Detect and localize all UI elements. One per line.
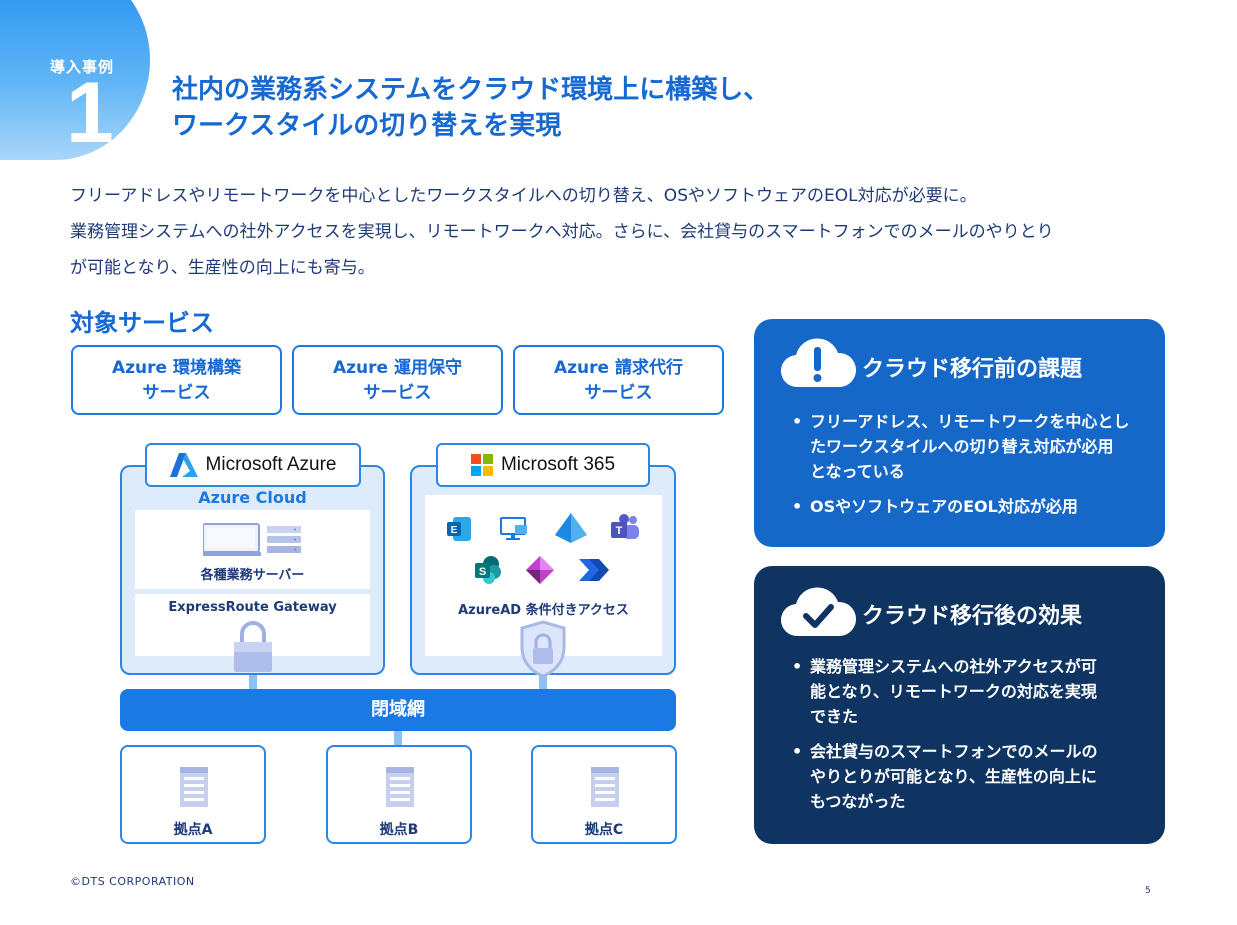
- azure-header: Microsoft Azure: [145, 443, 361, 487]
- list-item: 業務管理システムへの社外アクセスが可 能となり、リモートワークの対応を実現 でき…: [792, 654, 1145, 729]
- page-number: 5: [1145, 886, 1151, 896]
- servers-icon: [203, 523, 301, 556]
- service-box-line2: サービス: [584, 383, 653, 403]
- azure-logo-icon: [169, 453, 198, 477]
- list-item-line: 会社貸与のスマートフォンでのメールの: [810, 742, 1098, 761]
- intro-line3: が可能となり、生産性の向上にも寄与。: [70, 258, 375, 278]
- page-title-line2: ワークスタイルの切り替えを実現: [172, 111, 562, 141]
- lock-icon: [234, 621, 272, 672]
- list-item-line: フリーアドレス、リモートワークを中心とし: [810, 412, 1130, 431]
- building-icon: [386, 767, 414, 807]
- closed-network-bar: 閉域網: [120, 689, 676, 731]
- case-badge-number: 1: [66, 65, 114, 161]
- effects-title: クラウド移行後の効果: [862, 604, 1083, 629]
- list-item-line: たワークスタイルへの切り替え対応が必用: [810, 437, 1114, 456]
- list-item-line: できた: [810, 707, 859, 726]
- intro-line2: 業務管理システムへの社外アクセスを実現し、リモートワークへ対応。さらに、会社貸与…: [70, 222, 1054, 242]
- service-box-line1: Azure 請求代行: [554, 358, 683, 378]
- challenges-card: クラウド移行前の課題 フリーアドレス、リモートワークを中心とし たワークスタイル…: [754, 319, 1165, 547]
- cloud-alert-icon: [781, 338, 856, 388]
- svg-text:T: T: [616, 525, 623, 537]
- challenges-title: クラウド移行前の課題: [862, 357, 1083, 382]
- effects-list: 業務管理システムへの社外アクセスが可 能となり、リモートワークの対応を実現 でき…: [792, 654, 1145, 824]
- service-box-billing: Azure 請求代行 サービス: [513, 345, 724, 415]
- service-box-build: Azure 環境構築 サービス: [71, 345, 282, 415]
- shield-lock-icon: [520, 620, 566, 678]
- site-label-c: 拠点C: [584, 822, 624, 838]
- azuread-access-label: AzureAD 条件付きアクセス: [458, 603, 629, 618]
- power-automate-icon: [579, 559, 609, 581]
- gateway-label: ExpressRoute Gateway: [168, 600, 337, 615]
- service-box-operation: Azure 運用保守 サービス: [292, 345, 503, 415]
- services-heading: 対象サービス: [70, 309, 214, 337]
- site-label-b: 拠点B: [379, 822, 419, 838]
- page-title-line1: 社内の業務系システムをクラウド環境上に構築し、: [172, 75, 770, 105]
- copyright: ©DTS CORPORATION: [70, 875, 195, 888]
- service-box-line1: Azure 環境構築: [112, 358, 241, 378]
- list-item-line: OSやソフトウェアのEOL対応が必用: [810, 497, 1078, 516]
- list-item-line: 業務管理システムへの社外アクセスが可: [810, 657, 1097, 676]
- list-item-line: となっている: [810, 462, 905, 481]
- teams-icon: T: [611, 514, 639, 539]
- cloud-check-icon: [781, 587, 856, 637]
- list-item: OSやソフトウェアのEOL対応が必用: [792, 494, 1145, 519]
- service-box-line1: Azure 運用保守: [333, 358, 462, 378]
- power-apps-icon: [526, 556, 554, 584]
- servers-box: 各種業務サーバー: [135, 510, 370, 589]
- m365-header-label: Microsoft 365: [500, 454, 616, 475]
- list-item-line: やりとりが可能となり、生産性の向上に: [810, 767, 1097, 786]
- effects-card: クラウド移行後の効果 業務管理システムへの社外アクセスが可 能となり、リモートワ…: [754, 566, 1165, 844]
- service-box-line2: サービス: [142, 383, 211, 403]
- building-icon: [180, 767, 208, 807]
- microsoft-logo-icon: [470, 454, 493, 476]
- list-item-line: もつながった: [810, 792, 906, 811]
- azure-header-label: Microsoft Azure: [205, 454, 337, 475]
- list-item: フリーアドレス、リモートワークを中心とし たワークスタイルへの切り替え対応が必用…: [792, 409, 1145, 484]
- case-badge-label: 導入事例: [50, 58, 115, 76]
- page-title: 社内の業務系システムをクラウド環境上に構築し、 ワークスタイルの切り替えを実現: [172, 72, 769, 144]
- list-item-line: 能となり、リモートワークの対応を実現: [810, 682, 1097, 701]
- list-item: 会社貸与のスマートフォンでのメールの やりとりが可能となり、生産性の向上に もつ…: [792, 739, 1145, 814]
- connector-m365: [539, 674, 547, 690]
- challenges-list: フリーアドレス、リモートワークを中心とし たワークスタイルへの切り替え対応が必用…: [792, 409, 1145, 529]
- azure-ad-icon: [555, 513, 587, 543]
- service-box-line2: サービス: [363, 383, 432, 403]
- m365-header: Microsoft 365: [436, 443, 650, 487]
- intro-line1: フリーアドレスやリモートワークを中心としたワークスタイルへの切り替え、OSやソフ…: [70, 186, 977, 206]
- svg-text:E: E: [451, 525, 458, 536]
- sharepoint-icon: S: [475, 556, 501, 584]
- svg-text:S: S: [479, 566, 486, 578]
- site-box-c: 拠点C: [531, 745, 677, 844]
- site-box-a: 拠点A: [120, 745, 266, 844]
- remote-desktop-icon: [500, 517, 527, 540]
- site-box-b: 拠点B: [326, 745, 472, 844]
- connector-sites: [394, 730, 402, 746]
- connector-azure: [249, 674, 257, 690]
- exchange-icon: E: [447, 517, 471, 541]
- azure-cloud-label: Azure Cloud: [198, 488, 307, 507]
- intro-text: フリーアドレスやリモートワークを中心としたワークスタイルへの切り替え、OSやソフ…: [70, 178, 1180, 286]
- building-icon: [591, 767, 619, 807]
- site-label-a: 拠点A: [173, 822, 213, 838]
- servers-label: 各種業務サーバー: [200, 568, 305, 583]
